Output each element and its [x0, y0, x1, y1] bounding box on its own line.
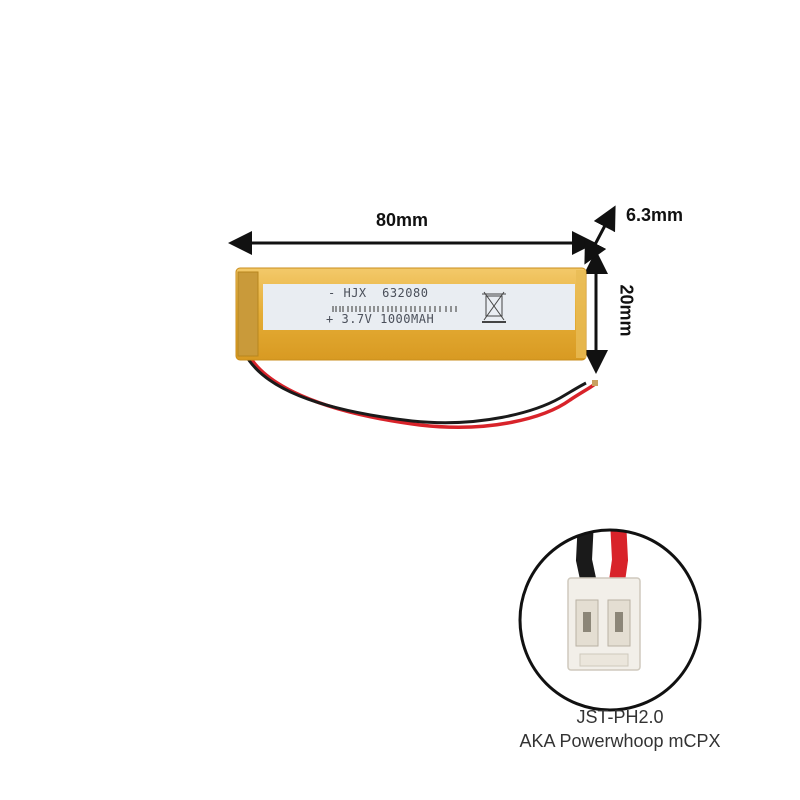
label-model: 632080: [382, 286, 429, 300]
connector-type: JST-PH2.0: [576, 707, 664, 727]
label-brand: HJX: [343, 286, 367, 300]
label-brand-line: - HJX 632080: [328, 286, 428, 300]
connector-alias: AKA Powerwhoop mCPX: [519, 731, 721, 751]
label-spec-line: + 3.7V 1000MAH: [326, 312, 434, 326]
polarity-minus: -: [328, 286, 336, 300]
thickness-dimension-label: 6.3mm: [626, 205, 684, 225]
pcb-end: [237, 271, 259, 357]
end-fold: [576, 270, 586, 358]
barcode: [332, 306, 457, 312]
label-spec: 3.7V 1000MAH: [341, 312, 435, 326]
black-wire: [242, 351, 587, 425]
polarity-plus: +: [326, 312, 334, 326]
weee-bin-icon: [482, 291, 506, 323]
thickness-arrow: [584, 205, 616, 265]
length-dimension-label: 80mm: [376, 210, 429, 230]
connector-caption: JST-PH2.0 AKA Powerwhoop mCPX: [440, 705, 800, 753]
battery-label: [263, 284, 575, 330]
red-wire-tip: [592, 380, 598, 386]
inset-ring: [518, 528, 702, 712]
